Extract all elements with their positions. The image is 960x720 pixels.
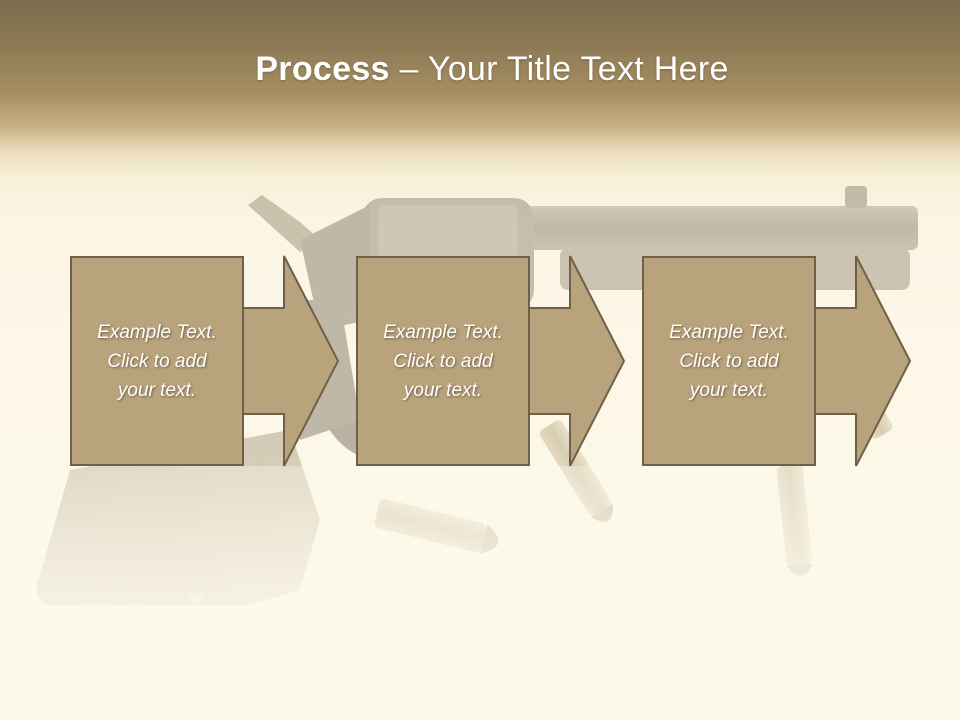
- step-2-arrow-icon: [527, 255, 626, 467]
- process-step-2[interactable]: Example Text. Click to add your text.: [356, 255, 644, 467]
- step-2-line-3: your text.: [403, 379, 483, 401]
- step-3-line-2: Click to add: [679, 350, 779, 372]
- step-1-line-1: Example Text.: [97, 321, 217, 343]
- step-3-line-1: Example Text.: [669, 321, 789, 343]
- step-1-arrow-icon: [241, 255, 340, 467]
- step-2-line-1: Example Text.: [383, 321, 503, 343]
- process-step-1[interactable]: Example Text. Click to add your text.: [70, 255, 358, 467]
- step-3-arrow-icon: [813, 255, 912, 467]
- slide-title[interactable]: Process – Your Title Text Here: [0, 50, 960, 89]
- step-2-line-2: Click to add: [393, 350, 493, 372]
- step-2-text: Example Text. Click to add your text.: [375, 318, 511, 405]
- process-step-3[interactable]: Example Text. Click to add your text.: [642, 255, 930, 467]
- step-1-box[interactable]: Example Text. Click to add your text.: [70, 256, 244, 466]
- title-bold: Process: [255, 50, 390, 88]
- step-1-text: Example Text. Click to add your text.: [89, 318, 225, 405]
- title-rest: – Your Title Text Here: [389, 50, 729, 88]
- step-3-box[interactable]: Example Text. Click to add your text.: [642, 256, 816, 466]
- step-1-line-3: your text.: [117, 379, 197, 401]
- step-2-box[interactable]: Example Text. Click to add your text.: [356, 256, 530, 466]
- step-3-line-3: your text.: [689, 379, 769, 401]
- step-3-text: Example Text. Click to add your text.: [661, 318, 797, 405]
- step-1-line-2: Click to add: [107, 350, 207, 372]
